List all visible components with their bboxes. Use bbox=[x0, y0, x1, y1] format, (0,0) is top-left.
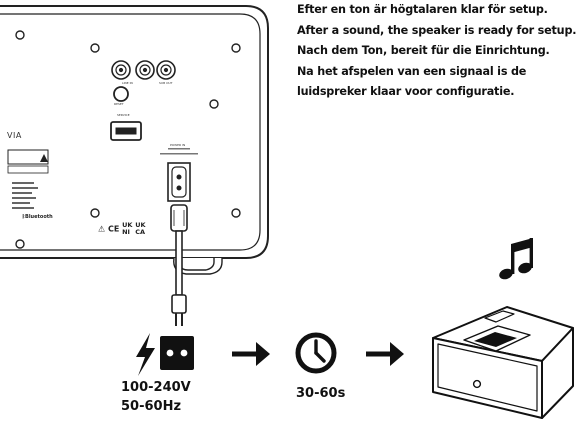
instruction-english: After a sound, the speaker is ready for … bbox=[297, 23, 577, 37]
warning-icon: ⚠ bbox=[98, 224, 106, 234]
panel-screw bbox=[15, 30, 241, 249]
setup-instructions: Efter en ton är högtalaren klar för setu… bbox=[297, 0, 583, 103]
speaker-device-icon bbox=[432, 306, 574, 419]
bluetooth-label: Bluetooth bbox=[25, 214, 53, 220]
compliance-text-lines bbox=[12, 182, 38, 209]
instruction-dutch-line2: luidspreker klaar voor configuratie. bbox=[297, 85, 515, 98]
line-in-jacks bbox=[111, 60, 176, 80]
instruction-swedish: Efter en ton är högtalaren klar för setu… bbox=[297, 3, 548, 16]
lightning-bolt-icon bbox=[136, 333, 155, 376]
instruction-german: Nach dem Ton, bereit für die Einrichtung… bbox=[297, 44, 550, 57]
instruction-dutch-line1: Na het afspelen van een signaal is de bbox=[297, 64, 527, 78]
rating-label bbox=[7, 149, 49, 174]
right-arrow-icon bbox=[366, 342, 404, 366]
voltage-text: 100-240V bbox=[121, 380, 191, 395]
music-note-icon bbox=[499, 238, 533, 280]
power-cable bbox=[170, 204, 188, 326]
timer-duration: 30-60s bbox=[296, 386, 346, 401]
line-in-label: LINE IN bbox=[122, 81, 133, 85]
speaker-back-panel bbox=[0, 5, 269, 259]
port-fine-print bbox=[160, 148, 198, 155]
power-spec: 100-240V 50-60Hz bbox=[121, 378, 211, 416]
power-in-label: POWER IN bbox=[170, 143, 186, 147]
reset-button bbox=[113, 86, 129, 102]
frequency-text: 50-60Hz bbox=[121, 399, 182, 414]
brand-fragment: VIA bbox=[7, 131, 22, 140]
power-inlet bbox=[167, 162, 191, 202]
ce-mark: CE bbox=[107, 224, 120, 234]
service-label: SERVICE bbox=[117, 113, 130, 117]
speaker-foot bbox=[173, 257, 223, 275]
sub-out-label: SUB OUT bbox=[159, 81, 173, 85]
right-arrow-icon bbox=[232, 342, 270, 366]
clock-icon bbox=[295, 332, 337, 374]
service-port bbox=[110, 121, 142, 141]
power-outlet-icon bbox=[160, 336, 194, 370]
reset-label: RESET bbox=[114, 102, 124, 106]
bluetooth-mark: ᛒBluetooth bbox=[22, 214, 53, 220]
bluetooth-icon: ᛒ bbox=[22, 214, 26, 220]
